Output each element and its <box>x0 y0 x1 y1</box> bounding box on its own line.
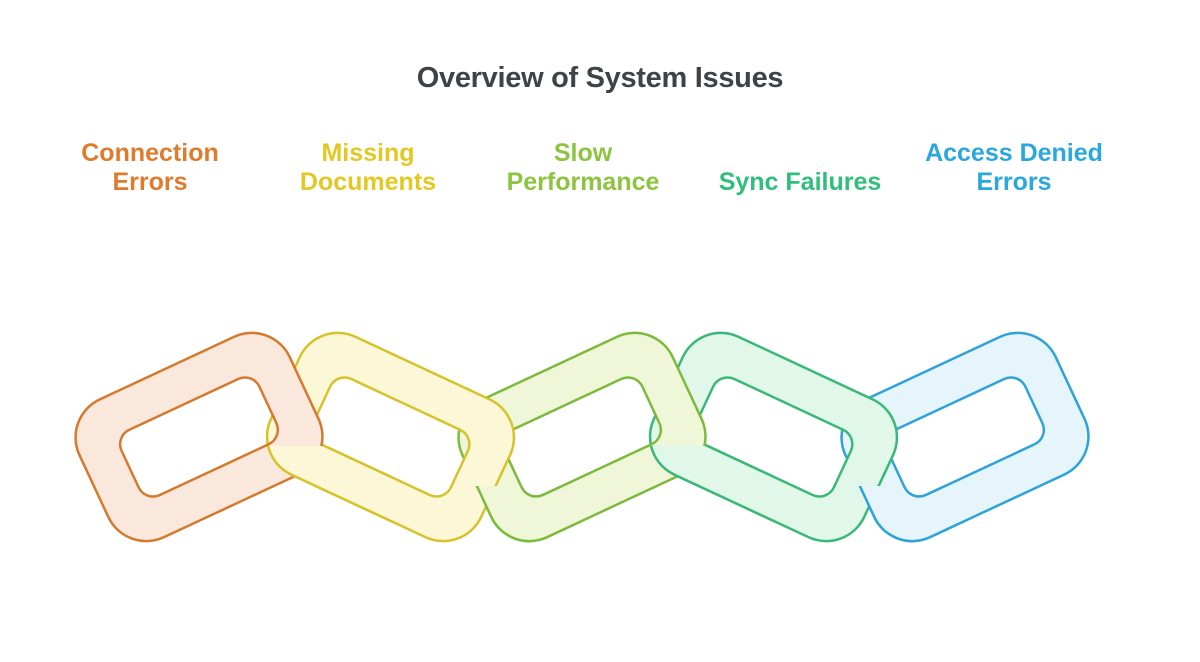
issue-label-sync-failures: Sync Failures <box>718 168 882 196</box>
issue-label-access-denied-errors: Access Denied Errors <box>925 139 1103 196</box>
chain-interlock-overlay-3 <box>840 486 966 543</box>
issue-label-slow-performance: Slow Performance <box>506 139 660 196</box>
issue-label-missing-documents: Missing Documents <box>299 139 437 196</box>
chain-interlock-overlay-2 <box>648 446 775 543</box>
chain-link-sync-failures-overlap <box>648 446 775 543</box>
chain-interlock-overlay-1 <box>457 486 582 543</box>
chain-link-connection-errors <box>74 331 324 543</box>
chain-link-slow-performance-overlap <box>457 486 582 543</box>
issue-labels-row: Connection Errors Missing Documents Slow… <box>0 0 1200 210</box>
chain-interlock-overlay-0 <box>265 446 392 543</box>
diagram-title: Overview of System Issues <box>416 62 784 94</box>
chain-link-missing-documents-overlap <box>265 446 392 543</box>
issue-label-connection-errors: Connection Errors <box>81 139 219 196</box>
chain-link-access-denied-errors-overlap <box>840 486 966 543</box>
